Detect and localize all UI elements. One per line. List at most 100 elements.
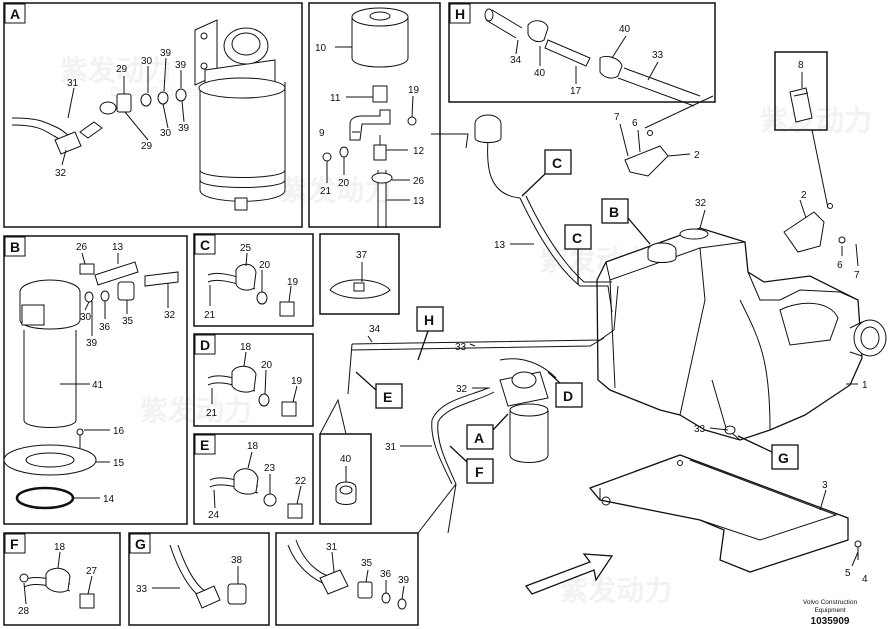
hose: [144, 271, 179, 287]
frame-hole: [677, 460, 683, 466]
part-label: 8: [798, 60, 804, 71]
callout-pointer: [449, 445, 468, 463]
leader: [699, 209, 706, 229]
panel-e-tag: E: [200, 437, 209, 453]
part-label: 22: [295, 476, 307, 487]
part-label: 6: [632, 118, 638, 129]
main-assembly: [347, 114, 887, 595]
spacer: [263, 493, 277, 507]
callout-pointer: [547, 371, 561, 384]
bolt-head: [854, 540, 862, 548]
leader: [367, 335, 373, 343]
leader: [819, 489, 827, 511]
o-ring-large: [15, 486, 75, 510]
callout-box: [375, 383, 403, 409]
bolt-head: [322, 152, 332, 162]
footer-company-line2: Equipment: [814, 607, 845, 614]
part-label: 28: [18, 606, 30, 617]
panel-frame: [308, 2, 441, 228]
part-label: 18: [247, 441, 259, 452]
o-ring: [175, 88, 187, 102]
panel-clip: [319, 433, 372, 525]
adapter: [227, 583, 247, 605]
part-label: 32: [55, 168, 67, 179]
leader: [296, 485, 302, 505]
nipple: [116, 93, 132, 113]
part-label: 39: [178, 123, 190, 134]
part-label: 4: [862, 574, 868, 585]
part-label: 27: [86, 566, 98, 577]
pointer: [319, 398, 347, 435]
part-label: 34: [369, 324, 381, 335]
part-label: 20: [338, 178, 350, 189]
part-label: 25: [240, 243, 252, 254]
part-label: 3: [822, 480, 828, 491]
pointer-lines: [319, 95, 829, 534]
part-label: 10: [315, 43, 327, 54]
part-label: 30: [80, 312, 92, 323]
filler-neck-inner: [860, 326, 880, 350]
part-label: 9: [319, 128, 325, 139]
part-label: 33: [652, 50, 664, 61]
panel-e: [193, 433, 314, 525]
part-label: 23: [264, 463, 276, 474]
part-label: 39: [398, 575, 410, 586]
screw: [407, 116, 417, 126]
part-label: 30: [141, 56, 153, 67]
leader: [851, 551, 859, 567]
part-label: 31: [385, 442, 397, 453]
part-label: 35: [122, 316, 134, 327]
part-label: 40: [340, 454, 352, 465]
fuel-pipe: [437, 391, 495, 485]
part-label: 21: [320, 186, 332, 197]
callouts: [355, 149, 799, 484]
panel-a: [3, 2, 303, 228]
callout-d: D: [563, 388, 573, 404]
filter-cap-inner: [231, 32, 261, 56]
clamp: [371, 172, 393, 184]
clamp: [527, 20, 549, 43]
part-label: 29: [116, 64, 128, 75]
watermark-brand: 紫发动力: [560, 574, 672, 607]
panel-frame: [275, 532, 419, 626]
bolt-head: [79, 593, 95, 609]
callout-pointer: [355, 371, 377, 391]
part-label: 19: [408, 85, 420, 96]
part-label: 37: [356, 250, 368, 261]
part-label: 40: [534, 68, 546, 79]
panel-e-tag-box: [194, 434, 216, 455]
leader: [81, 252, 86, 265]
frame-hole: [601, 496, 611, 506]
panel-d-tag-box: [194, 334, 216, 355]
panel-f: [3, 532, 121, 626]
part-label: 18: [54, 542, 66, 553]
o-ring: [397, 598, 407, 610]
part-label: 11: [330, 93, 341, 104]
leader: [619, 123, 629, 157]
part-label: 21: [206, 408, 218, 419]
part-label: 19: [291, 376, 303, 387]
clip-hole: [339, 485, 353, 495]
leader: [264, 369, 267, 395]
tank-port: [679, 228, 709, 240]
part-label: 32: [164, 310, 176, 321]
leader: [243, 351, 247, 367]
panel-h-tag-box: [449, 3, 471, 24]
screw: [647, 130, 653, 136]
callout-pointer: [521, 173, 546, 197]
hose-fitting: [319, 569, 349, 595]
frame-edge: [599, 459, 838, 541]
part-label: 6: [837, 260, 843, 271]
clamp: [231, 365, 257, 393]
leader: [292, 385, 298, 403]
screw: [76, 428, 84, 436]
leader: [288, 285, 292, 303]
leader: [87, 575, 93, 595]
nut: [19, 573, 29, 583]
part-label: 16: [113, 426, 125, 437]
pointer: [644, 95, 714, 129]
part-label: 34: [510, 55, 522, 66]
leader: [331, 551, 335, 573]
leader: [611, 35, 627, 59]
